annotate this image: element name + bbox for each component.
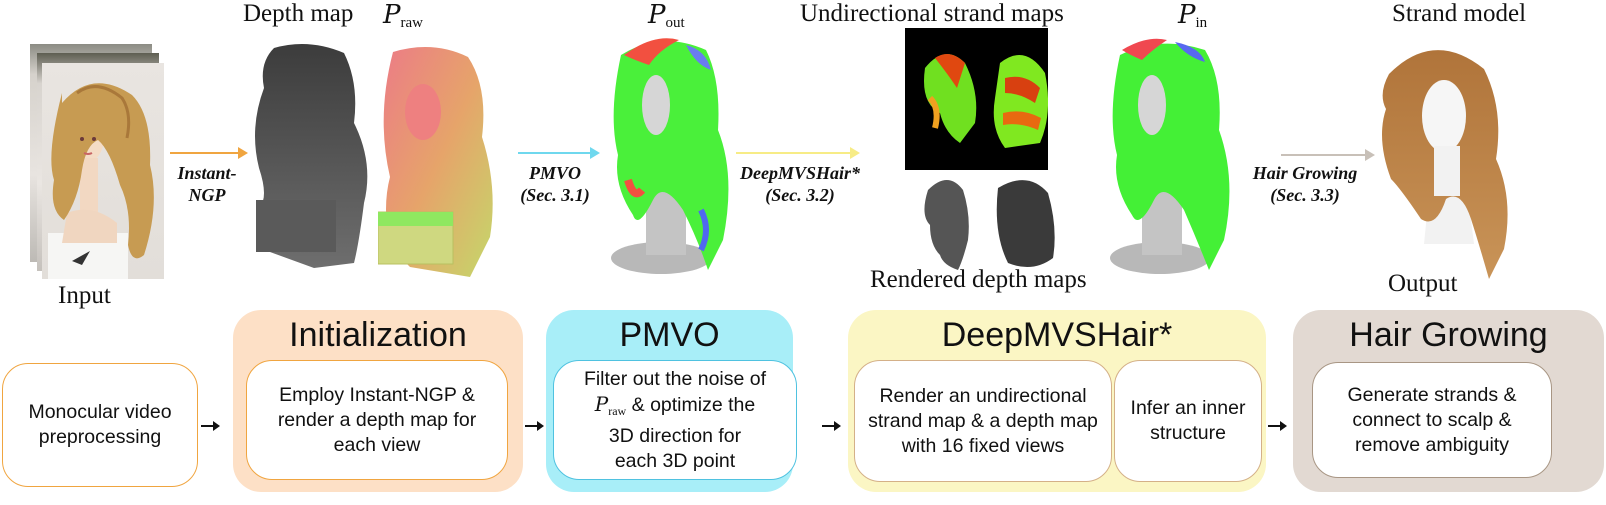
preprocess-text: Monocular video preprocessing bbox=[28, 401, 172, 448]
arrow-label-line2: (Sec. 3.3) bbox=[1270, 185, 1340, 205]
hair-growing-box: Generate strands & connect to scalp & re… bbox=[1312, 362, 1552, 478]
arrow-label-line1: Hair Growing bbox=[1252, 163, 1358, 183]
flow-arrow-4 bbox=[1268, 422, 1287, 430]
symbol: P bbox=[648, 0, 666, 30]
rendered-depth-maps-image bbox=[924, 180, 1055, 270]
pmvo-title: PMVO bbox=[619, 316, 720, 354]
arrow-label-line1: PMVO bbox=[528, 163, 581, 183]
deepmvshair-infer-box-text: Infer an inner structure bbox=[1130, 397, 1246, 444]
initialization-stage: Initialization Employ Instant-NGP & rend… bbox=[233, 310, 523, 492]
deepmvshair-arrow bbox=[736, 147, 860, 159]
strand-model-label: Strand model bbox=[1392, 0, 1527, 27]
p-raw-symbol: Praw bbox=[594, 391, 627, 418]
arrow-label-line2: (Sec. 3.2) bbox=[765, 185, 835, 205]
flow-arrow-1 bbox=[201, 422, 220, 430]
subscript: out bbox=[665, 15, 685, 31]
strand-model-output-image bbox=[1382, 50, 1508, 280]
depth-map-image bbox=[255, 44, 368, 268]
hair-growing-arrow bbox=[1281, 149, 1375, 161]
undirectional-strand-maps-image bbox=[905, 28, 1048, 170]
pmvo-box-line1: Filter out the noise of bbox=[583, 367, 767, 390]
pmvo-stage: PMVO Filter out the noise of Praw & opti… bbox=[546, 310, 797, 492]
rendered-depth-maps-label: Rendered depth maps bbox=[870, 266, 1087, 293]
pmvo-box-line4: each 3D point bbox=[614, 449, 736, 472]
input-frame-front bbox=[42, 63, 164, 279]
input-label: Input bbox=[58, 282, 111, 309]
symbol: P bbox=[594, 391, 609, 416]
output-label: Output bbox=[1388, 270, 1458, 297]
p-out-oriented-point-cloud-image bbox=[611, 38, 729, 274]
subscript: in bbox=[1195, 15, 1208, 31]
deepmvshair-stage: DeepMVSHair* Render an undirectional str… bbox=[848, 310, 1266, 492]
preprocess-box: Monocular video preprocessing bbox=[2, 363, 198, 487]
hair-growing-box-text: Generate strands & connect to scalp & re… bbox=[1347, 383, 1517, 456]
pmvo-box: Filter out the noise of Praw & optimize … bbox=[553, 360, 797, 480]
flow-arrow-2 bbox=[525, 422, 544, 430]
pmvo-box-line2: Praw & optimize the bbox=[595, 392, 755, 424]
symbol: P bbox=[383, 0, 401, 30]
p-in-oriented-point-cloud-image bbox=[1110, 38, 1230, 274]
pmvo-box-line2-text: & optimize the bbox=[626, 393, 756, 416]
hair-growing-arrow-label: Hair Growing (Sec. 3.3) bbox=[1235, 162, 1375, 206]
initialization-title: Initialization bbox=[289, 316, 467, 354]
strand-maps-label: Undirectional strand maps bbox=[800, 0, 1064, 27]
input-image-stack bbox=[30, 44, 165, 279]
instant-ngp-arrow-label: Instant- NGP bbox=[162, 162, 252, 206]
hair-growing-title: Hair Growing bbox=[1349, 316, 1548, 354]
arrow-label-line2: NGP bbox=[188, 185, 226, 205]
depth-map-label: Depth map bbox=[243, 0, 354, 27]
symbol: P bbox=[1178, 0, 1196, 30]
arrow-label-line1: Instant- bbox=[177, 163, 237, 183]
instant-ngp-arrow bbox=[170, 147, 248, 159]
pmvo-box-line3: 3D direction for bbox=[608, 424, 742, 447]
pmvo-arrow-label: PMVO (Sec. 3.1) bbox=[505, 162, 605, 206]
arrow-label-line2: (Sec. 3.1) bbox=[520, 185, 590, 205]
initialization-box-text: Employ Instant-NGP & render a depth map … bbox=[277, 383, 477, 456]
flow-arrow-3 bbox=[822, 422, 841, 430]
p-in-label: Pin bbox=[1178, 0, 1207, 32]
subscript: raw bbox=[608, 403, 627, 418]
arrow-label-line1: DeepMVSHair* bbox=[740, 163, 861, 183]
p-raw-label: Praw bbox=[383, 0, 423, 32]
mannequin-with-wig-photo bbox=[48, 83, 154, 279]
initialization-box: Employ Instant-NGP & render a depth map … bbox=[246, 360, 508, 480]
deepmvshair-infer-box: Infer an inner structure bbox=[1114, 360, 1262, 482]
p-raw-point-cloud-image bbox=[378, 47, 493, 277]
pmvo-arrow bbox=[518, 147, 600, 159]
deepmvshair-render-box: Render an undirectional strand map & a d… bbox=[854, 360, 1112, 482]
p-out-label: Pout bbox=[648, 0, 685, 32]
hair-growing-stage: Hair Growing Generate strands & connect … bbox=[1293, 310, 1604, 492]
deepmvshair-title: DeepMVSHair* bbox=[941, 316, 1173, 354]
subscript: raw bbox=[400, 15, 424, 31]
deepmvshair-render-box-text: Render an undirectional strand map & a d… bbox=[868, 384, 1098, 457]
deepmvshair-arrow-label: DeepMVSHair* (Sec. 3.2) bbox=[740, 162, 860, 206]
